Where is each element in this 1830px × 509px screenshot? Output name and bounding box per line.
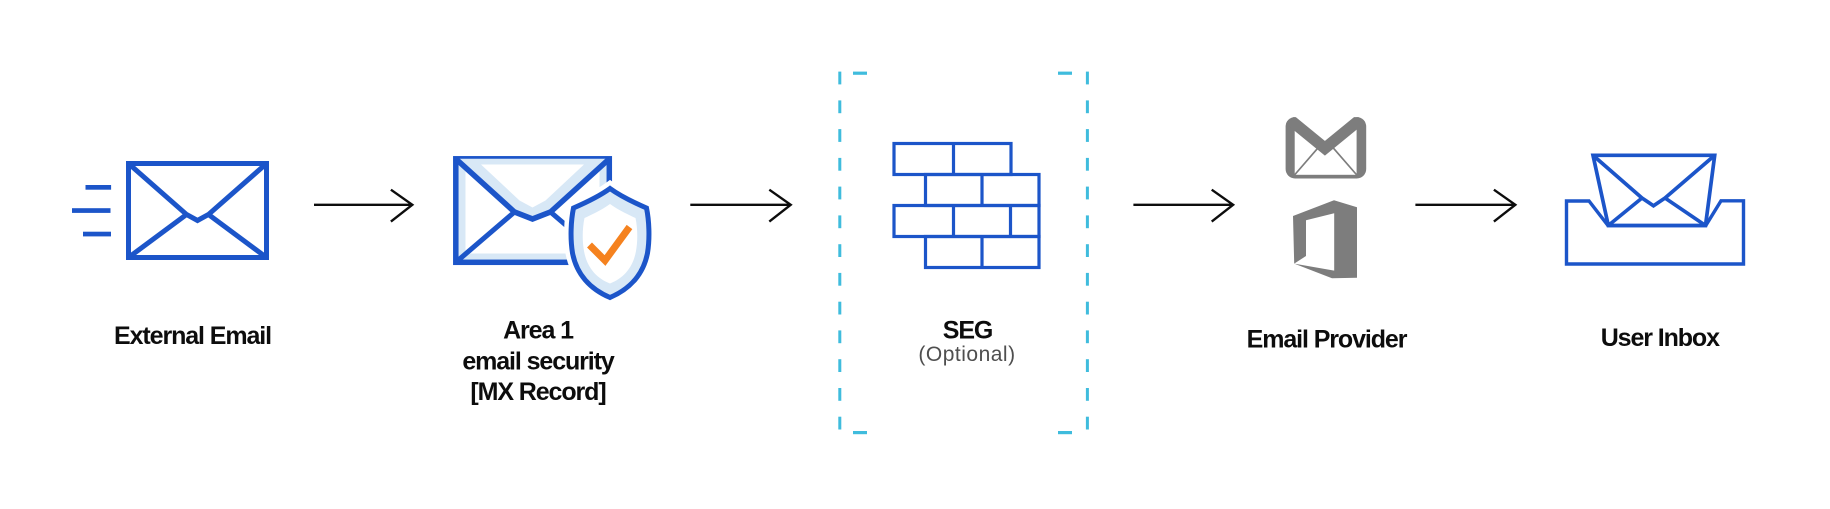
svg-text:User Inbox: User Inbox	[1601, 324, 1720, 352]
svg-text:email security: email security	[462, 348, 615, 376]
svg-text:Area 1: Area 1	[503, 317, 574, 345]
svg-text:(Optional): (Optional)	[918, 343, 1015, 366]
svg-text:SEG: SEG	[943, 316, 993, 344]
svg-text:Email Provider: Email Provider	[1247, 326, 1408, 354]
svg-text:External Email: External Email	[114, 322, 271, 350]
svg-text:[MX Record]: [MX Record]	[470, 378, 605, 406]
